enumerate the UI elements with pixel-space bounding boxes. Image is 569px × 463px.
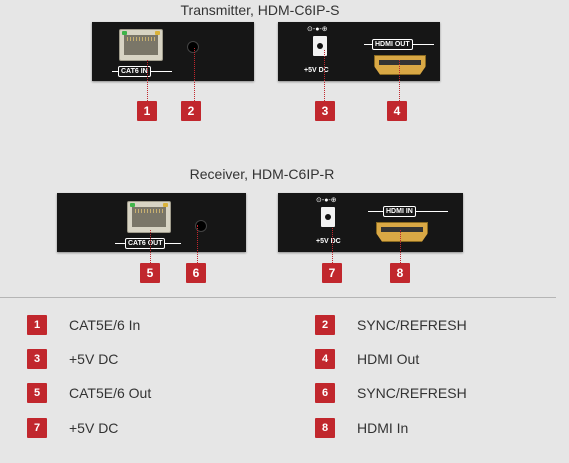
dc-polarity-icon: ⊙-●-⊕ [307,26,328,33]
transmitter-cat-panel: CAT6 IN [92,22,254,81]
dc-jack-icon [321,207,335,227]
diagram-badge-4: 4 [387,101,407,121]
diagram-badge-3: 3 [315,101,335,121]
legend-text: HDMI Out [357,351,420,367]
diagram-badge-5: 5 [140,263,160,283]
legend-text: CAT5E/6 In [69,317,141,333]
legend-text: +5V DC [69,351,119,367]
sync-button-icon [195,220,207,232]
legend-badge: 4 [315,349,335,369]
divider [0,297,556,298]
legend-text: CAT5E/6 Out [69,385,152,401]
transmitter-hdmi-panel: ⊙-●-⊕ +5V DC HDMI OUT [278,22,440,81]
legend-badge: 2 [315,315,335,335]
legend-text: +5V DC [69,420,119,436]
receiver-title: Receiver, HDM-C6IP-R [189,166,335,182]
diagram-badge-8: 8 [390,263,410,283]
hdmi-port-icon [376,222,428,242]
dc-label: +5V DC [316,238,341,245]
legend-text: HDMI In [357,420,409,436]
hdmi-in-label: HDMI IN [383,206,416,217]
cat-out-label: CAT6 OUT [125,238,166,249]
diagram-badge-6: 6 [186,263,206,283]
dc-label: +5V DC [304,67,329,74]
hdmi-port-icon [374,55,426,75]
rj45-port-icon [119,29,163,61]
receiver-hdmi-panel: ⊙-●-⊕ +5V DC HDMI IN [278,193,463,252]
legend-badge: 8 [315,418,335,438]
hdmi-out-label: HDMI OUT [372,39,413,50]
transmitter-title: Transmitter, HDM-C6IP-S [180,2,340,18]
dc-polarity-icon: ⊙-●-⊕ [316,197,337,204]
cat-in-label: CAT6 IN [118,66,151,77]
diagram-badge-2: 2 [181,101,201,121]
rj45-port-icon [127,201,171,233]
legend-badge: 6 [315,383,335,403]
legend-text: SYNC/REFRESH [357,385,467,401]
legend-badge: 3 [27,349,47,369]
sync-button-icon [187,41,199,53]
diagram-badge-1: 1 [137,101,157,121]
legend-badge: 1 [27,315,47,335]
receiver-cat-panel: CAT6 OUT [57,193,246,252]
diagram-badge-7: 7 [322,263,342,283]
dc-jack-icon [313,36,327,56]
legend-text: SYNC/REFRESH [357,317,467,333]
legend-badge: 5 [27,383,47,403]
legend-badge: 7 [27,418,47,438]
